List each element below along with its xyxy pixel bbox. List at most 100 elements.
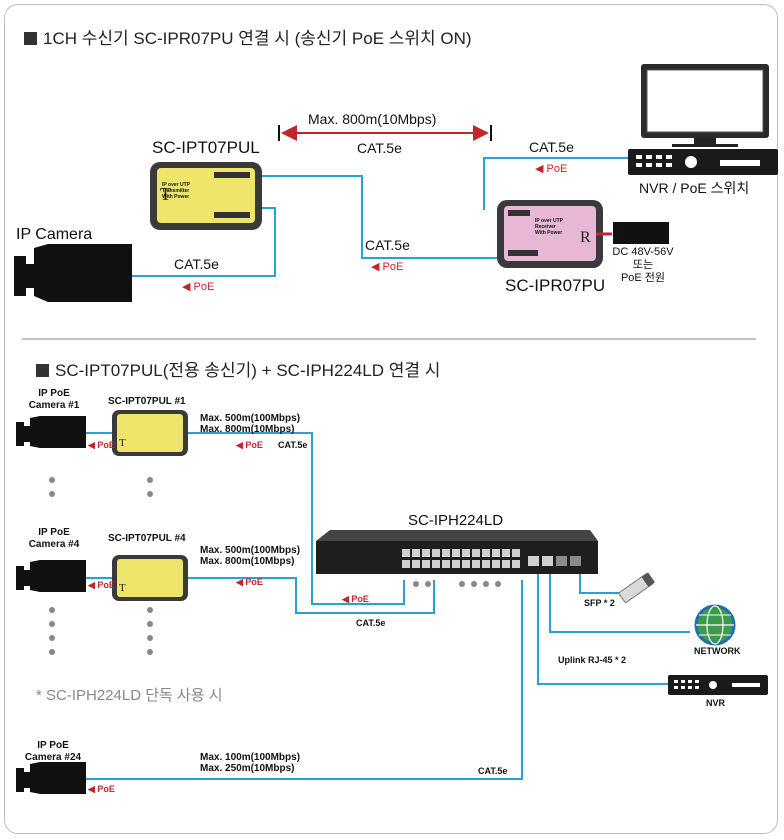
power-adapter-icon [596, 222, 669, 244]
cable-tx1-switch [186, 432, 405, 605]
switch-port [452, 549, 460, 557]
nvr-small-icon [668, 675, 768, 695]
distance-arrow [278, 125, 492, 141]
poe24-label: ◀ PoE [88, 784, 115, 794]
uplink-port [528, 556, 539, 566]
cat24-label: CAT.5e [478, 766, 508, 776]
switch-label: SC-IPH224LD [408, 512, 504, 529]
dist1-label: Max. 500m(100Mbps)Max. 800m(10Mbps) [200, 413, 301, 435]
switch-port [482, 560, 490, 568]
cat5e-nvr-label: CAT.5e [529, 139, 574, 155]
tx4-label: SC-IPT07PUL #4 [108, 533, 186, 544]
switch-port [512, 560, 520, 568]
poe-nvr-label: ◀ PoE [535, 163, 568, 175]
poe1a-label: ◀ PoE [88, 440, 115, 450]
network-globe-icon [694, 604, 736, 646]
poe4a-label: ◀ PoE [88, 580, 115, 590]
section1-title: 1CH 수신기 SC-IPR07PU 연결 시 (송신기 PoE 스위치 ON) [24, 24, 472, 49]
ip-camera-label: IP Camera [16, 226, 93, 243]
transmitter4-icon: T [112, 555, 188, 601]
cat5e-camera-label: CAT.5e [174, 256, 219, 272]
camera24-icon [16, 762, 86, 794]
sfp-label: SFP * 2 [584, 598, 615, 608]
switch-port [462, 560, 470, 568]
camera1-icon [16, 416, 86, 448]
cable-rx-to-nvr [483, 157, 628, 210]
receiver-label: SC-IPR07PU [505, 276, 606, 295]
poe1b-label: ◀ PoE [236, 440, 263, 450]
network-label: NETWORK [694, 646, 741, 656]
receiver-device-icon: R [497, 200, 603, 268]
poe-mid-label: ◀ PoE [371, 261, 404, 273]
switch-port [492, 549, 500, 557]
switch-port [422, 560, 430, 568]
uplink-port [542, 556, 553, 566]
switch-port [492, 560, 500, 568]
switch-port [462, 549, 470, 557]
cat5e-distance-label: CAT.5e [357, 140, 402, 156]
tx1-label: SC-IPT07PUL #1 [108, 396, 186, 407]
nvr-monitor-icon [628, 64, 778, 175]
switch-port [422, 549, 430, 557]
nvr-label: NVR / PoE 스위치 [639, 180, 750, 196]
dist4-label: Max. 500m(100Mbps)Max. 800m(10Mbps) [200, 545, 301, 567]
switch-port [472, 560, 480, 568]
nvr-small-label: NVR [706, 698, 726, 708]
cable-tx4-switch [186, 577, 435, 614]
sfp-module-icon [618, 572, 655, 604]
switch-port [432, 549, 440, 557]
switch-port [472, 549, 480, 557]
poe-camera-label: ◀ PoE [182, 281, 215, 293]
switch-port [482, 549, 490, 557]
cat5e-mid-label: CAT.5e [365, 237, 410, 253]
uplink-port [556, 556, 567, 566]
cable-network [549, 572, 690, 633]
transmitter-device-text: IP over UTP Transmitter With Power [162, 182, 190, 200]
switch-port [402, 549, 410, 557]
section1-cables [132, 157, 628, 277]
cat-switch-label: CAT.5e [356, 618, 386, 628]
standalone-note: * SC-IPH224LD 단독 사용 시 [36, 687, 223, 704]
bullet-square-icon [24, 32, 37, 45]
bullet-square-icon [36, 364, 49, 377]
cable-cam24 [86, 580, 523, 780]
ip-camera-icon [14, 244, 132, 302]
section2-cables [86, 432, 690, 780]
poe4b-label: ◀ PoE [236, 577, 263, 587]
switch-port [432, 560, 440, 568]
switch-port [502, 549, 510, 557]
transmitter1-icon: T [112, 410, 188, 456]
cat1-label: CAT.5e [278, 440, 308, 450]
transmitter-label: SC-IPT07PUL [152, 138, 260, 157]
svg-text:R: R [580, 229, 591, 246]
poe-switch-icon [316, 530, 598, 574]
camera4-icon [16, 560, 86, 592]
uplink-label: Uplink RJ-45 * 2 [558, 655, 627, 665]
cable-sfp [579, 572, 624, 594]
switch-port [502, 560, 510, 568]
diagram-frame [4, 4, 778, 834]
svg-text:T: T [160, 184, 171, 204]
cable-nvr [537, 572, 668, 685]
distance-label: Max. 800m(10Mbps) [308, 111, 437, 127]
section2-title: SC-IPT07PUL(전용 송신기) + SC-IPH224LD 연결 시 [36, 356, 440, 381]
switch-port [512, 549, 520, 557]
poe-switch-label: ◀ PoE [342, 594, 369, 604]
svg-text:T: T [119, 582, 126, 594]
switch-port [452, 560, 460, 568]
switch-port [412, 549, 420, 557]
cable-tx-to-rx [258, 175, 500, 259]
power-source-label: DC 48V-56V 또는 PoE 전원 [612, 246, 674, 284]
transmitter-device-icon: T [150, 162, 262, 230]
receiver-device-text: IP over UTP Receiver With Power [535, 218, 563, 236]
svg-text:T: T [119, 437, 126, 449]
cable-camera-to-tx [132, 207, 276, 277]
switch-port [402, 560, 410, 568]
dist24-label: Max. 100m(100Mbps)Max. 250m(10Mbps) [200, 752, 301, 774]
switch-port [412, 560, 420, 568]
switch-port [442, 560, 450, 568]
switch-port [442, 549, 450, 557]
